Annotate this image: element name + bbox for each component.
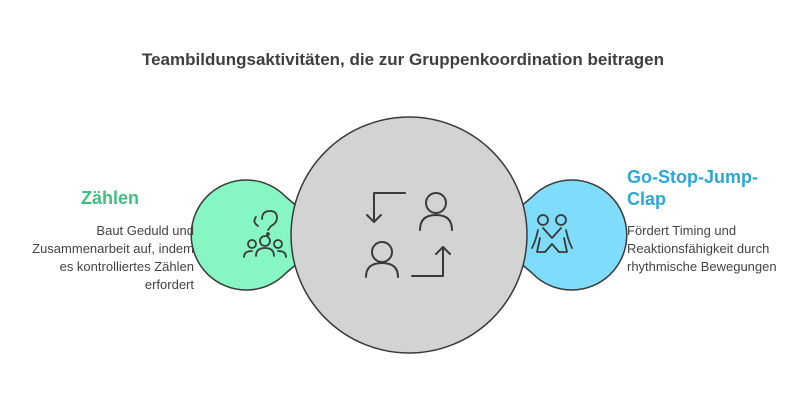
dancing-people-icon [531, 214, 573, 253]
left-description: Baut Geduld und Zusammenarbeit auf, inde… [32, 223, 194, 292]
center-circle [290, 116, 528, 354]
right-description: Fördert Timing und Reaktionsfähigkeit du… [627, 223, 777, 274]
people-exchange-icon [365, 192, 453, 278]
right-heading: Go-Stop-Jump-Clap [627, 167, 758, 209]
counting-group-icon [243, 210, 287, 258]
diagram-title: Teambildungsaktivitäten, die zur Gruppen… [141, 50, 665, 69]
left-heading: Zählen [80, 188, 139, 208]
